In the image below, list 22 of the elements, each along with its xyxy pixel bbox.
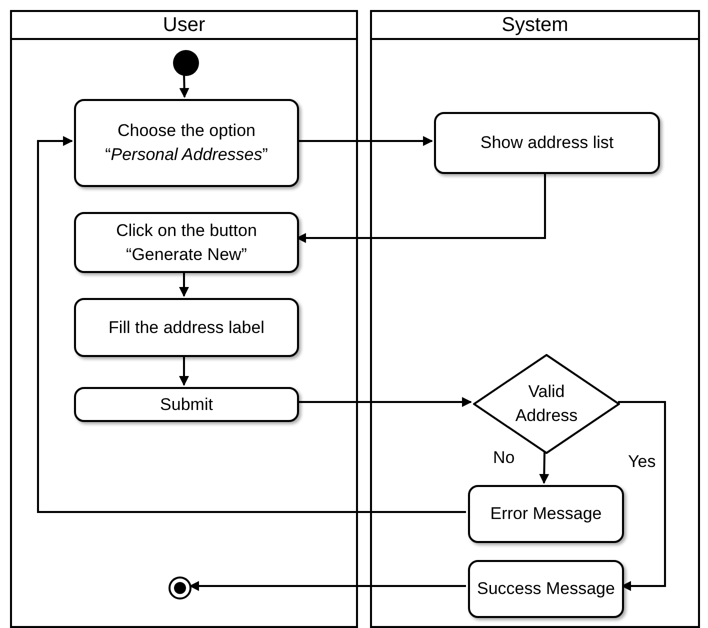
arrow bbox=[539, 452, 550, 484]
action-box: Error Message bbox=[468, 485, 624, 543]
arrow bbox=[618, 401, 666, 591]
arrow bbox=[297, 397, 472, 407]
action-box: Success Message bbox=[468, 560, 624, 618]
action-box: Click on the button “Generate New” bbox=[74, 212, 299, 273]
arrow bbox=[179, 355, 189, 386]
lane-title: System bbox=[500, 13, 570, 38]
action-box: Fill the address label bbox=[74, 298, 299, 357]
swimlane bbox=[370, 10, 700, 628]
arrow bbox=[189, 581, 466, 591]
action-box: Submit bbox=[74, 387, 299, 422]
final-node bbox=[168, 576, 192, 600]
action-box: Choose the option “Personal Addresses” bbox=[74, 99, 299, 187]
arrow bbox=[179, 74, 190, 98]
arrow bbox=[37, 136, 466, 513]
initial-node bbox=[173, 50, 199, 76]
swimlane bbox=[10, 10, 358, 628]
action-box: Show address list bbox=[434, 112, 660, 174]
arrow bbox=[297, 136, 433, 146]
arrow bbox=[179, 271, 189, 297]
lane-title: User bbox=[162, 13, 206, 38]
